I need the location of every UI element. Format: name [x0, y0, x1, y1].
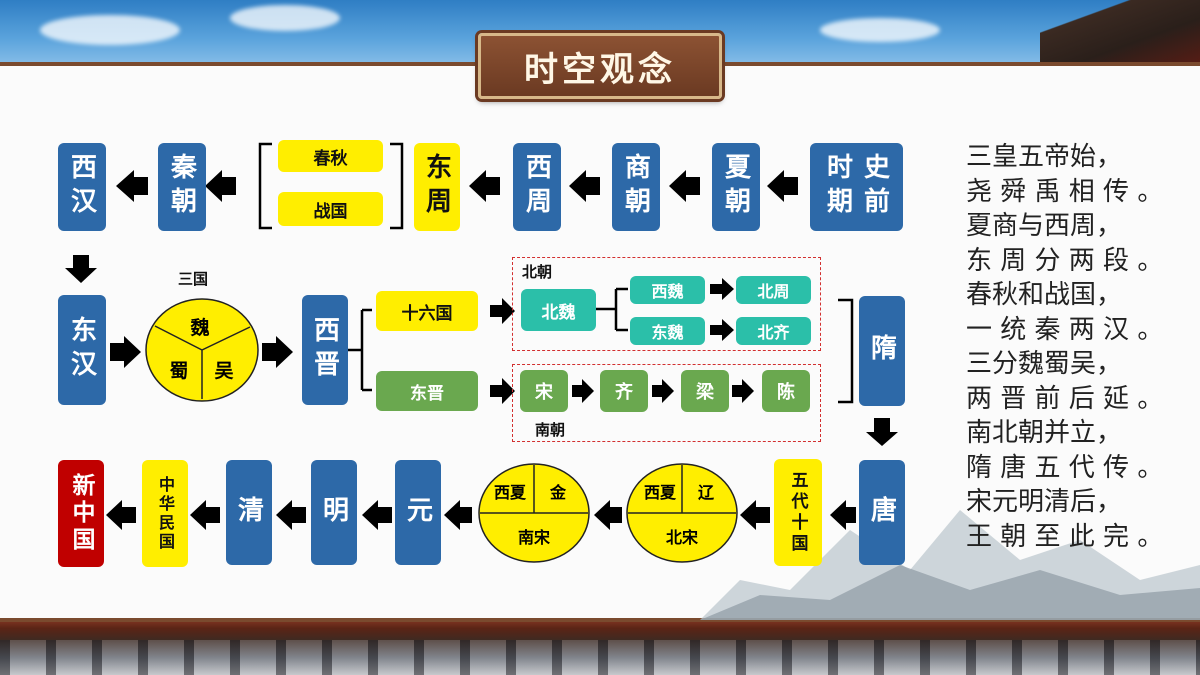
box-qing: 清: [226, 460, 272, 565]
arrow-xiwei-to-beizhou: [710, 278, 734, 300]
pie-jin: 金: [549, 483, 567, 502]
box-shang: 商朝: [612, 143, 660, 231]
arrow-minguo-to-xinzhongguo: [106, 500, 136, 530]
box-qi: 齐: [600, 370, 648, 412]
minguo-label: 中华民国: [156, 475, 175, 552]
arrow-donghan-to-sanguo: [110, 336, 141, 368]
box-sui: 隋: [859, 296, 905, 406]
box-qin: 秦朝: [158, 143, 206, 231]
arrow-xia-to-shang: [669, 170, 700, 202]
pie-beisong: 北宋: [666, 528, 699, 547]
box-wudai: 五代十国: [774, 459, 822, 566]
arrow-liang-to-chen: [732, 379, 754, 403]
pie-wei: 魏: [189, 316, 209, 339]
box-zhanguo: 战国: [278, 192, 383, 226]
label-beichao: 北朝: [522, 263, 553, 281]
beichao-group: [512, 257, 821, 351]
box-liang: 梁: [681, 370, 729, 412]
box-song: 宋: [520, 370, 568, 412]
arrow-sanguo-to-xijin: [262, 336, 293, 368]
arrow-dongjin-to-song: [490, 378, 515, 404]
mnemonic-poem: 三皇五帝始， 尧 舜 禹 相 传 。 夏商与西周， 东 周 分 两 段 。 春秋…: [966, 142, 1164, 552]
box-xinzhongguo: 新中国: [58, 460, 104, 567]
nansong-pie: 西夏 金 南宋: [478, 463, 590, 563]
sanguo-pie: 魏 蜀 吴: [145, 298, 259, 402]
arrow-bracket-to-qin: [205, 170, 236, 202]
arrow-prehistory-to-xia: [767, 170, 798, 202]
box-chen: 陈: [762, 370, 810, 412]
pie-wu: 吴: [214, 360, 233, 382]
prehistory-label: 史前时期: [822, 153, 890, 221]
flow-arrows: [65, 170, 898, 530]
box-tang: 唐: [859, 460, 905, 565]
pie-xixia-1: 西夏: [644, 483, 677, 502]
label-nanchao: 南朝: [535, 421, 566, 439]
arrow-xihan-to-donghan: [65, 255, 97, 283]
nanchao-group: [512, 364, 821, 442]
page-title: 时空观念: [524, 49, 676, 90]
pie-liao: 辽: [698, 483, 715, 502]
brackets: [258, 142, 854, 404]
box-xiwei: 西魏: [630, 276, 705, 304]
box-ming: 明: [311, 460, 357, 565]
box-donghan: 东汉: [58, 295, 106, 405]
arrow-16guo-to-beiwei: [490, 298, 515, 324]
arrow-tang-to-wudai: [830, 500, 856, 530]
pie-shu: 蜀: [169, 360, 188, 382]
title-plaque: 时空观念: [478, 33, 722, 99]
arrow-qi-to-liang: [652, 379, 674, 403]
box-beiqi: 北齐: [736, 317, 811, 345]
box-xia: 夏朝: [712, 143, 760, 231]
box-chunqiu: 春秋: [278, 140, 383, 172]
arrow-qin-to-xihan: [116, 170, 148, 202]
arrow-dongwei-to-beiqi: [710, 319, 734, 341]
box-prehistory: 史前时期: [810, 143, 903, 231]
arrow-qing-to-minguo: [190, 500, 220, 530]
box-dongzhou: 东周: [414, 143, 460, 231]
box-xihan: 西汉: [58, 143, 106, 231]
beisong-pie: 西夏 辽 北宋: [626, 463, 738, 563]
arrow-ming-to-qing: [276, 500, 306, 530]
pie-xixia-2: 西夏: [494, 483, 527, 502]
arrow-shang-to-xizhou: [569, 170, 600, 202]
arrow-xizhou-to-dongzhou: [469, 170, 500, 202]
box-xijin: 西晋: [302, 295, 348, 405]
arrow-song-to-qi: [572, 379, 594, 403]
arrow-nansong-to-yuan: [444, 500, 472, 530]
arrow-yuan-to-ming: [362, 500, 392, 530]
box-dongjin: 东晋: [376, 371, 478, 411]
box-beiwei: 北魏: [521, 289, 596, 331]
box-beizhou: 北周: [736, 276, 811, 304]
label-sanguo: 三国: [178, 270, 209, 288]
box-shiliuguo: 十六国: [376, 291, 478, 331]
arrow-sui-to-tang: [866, 418, 898, 446]
palace-roof-image: [1040, 0, 1200, 70]
box-yuan: 元: [395, 460, 441, 565]
box-dongwei: 东魏: [630, 317, 705, 345]
ink-mountains-image: [700, 510, 1200, 620]
box-xizhou: 西周: [513, 143, 561, 231]
arrow-beisong-to-nansong: [594, 500, 622, 530]
pie-nansong: 南宋: [518, 528, 551, 547]
box-minguo: 中华民国: [142, 460, 188, 567]
palace-railing-image: [0, 640, 1200, 675]
wudai-label: 五代十国: [787, 470, 808, 555]
arrow-wudai-to-beisong: [740, 500, 770, 530]
